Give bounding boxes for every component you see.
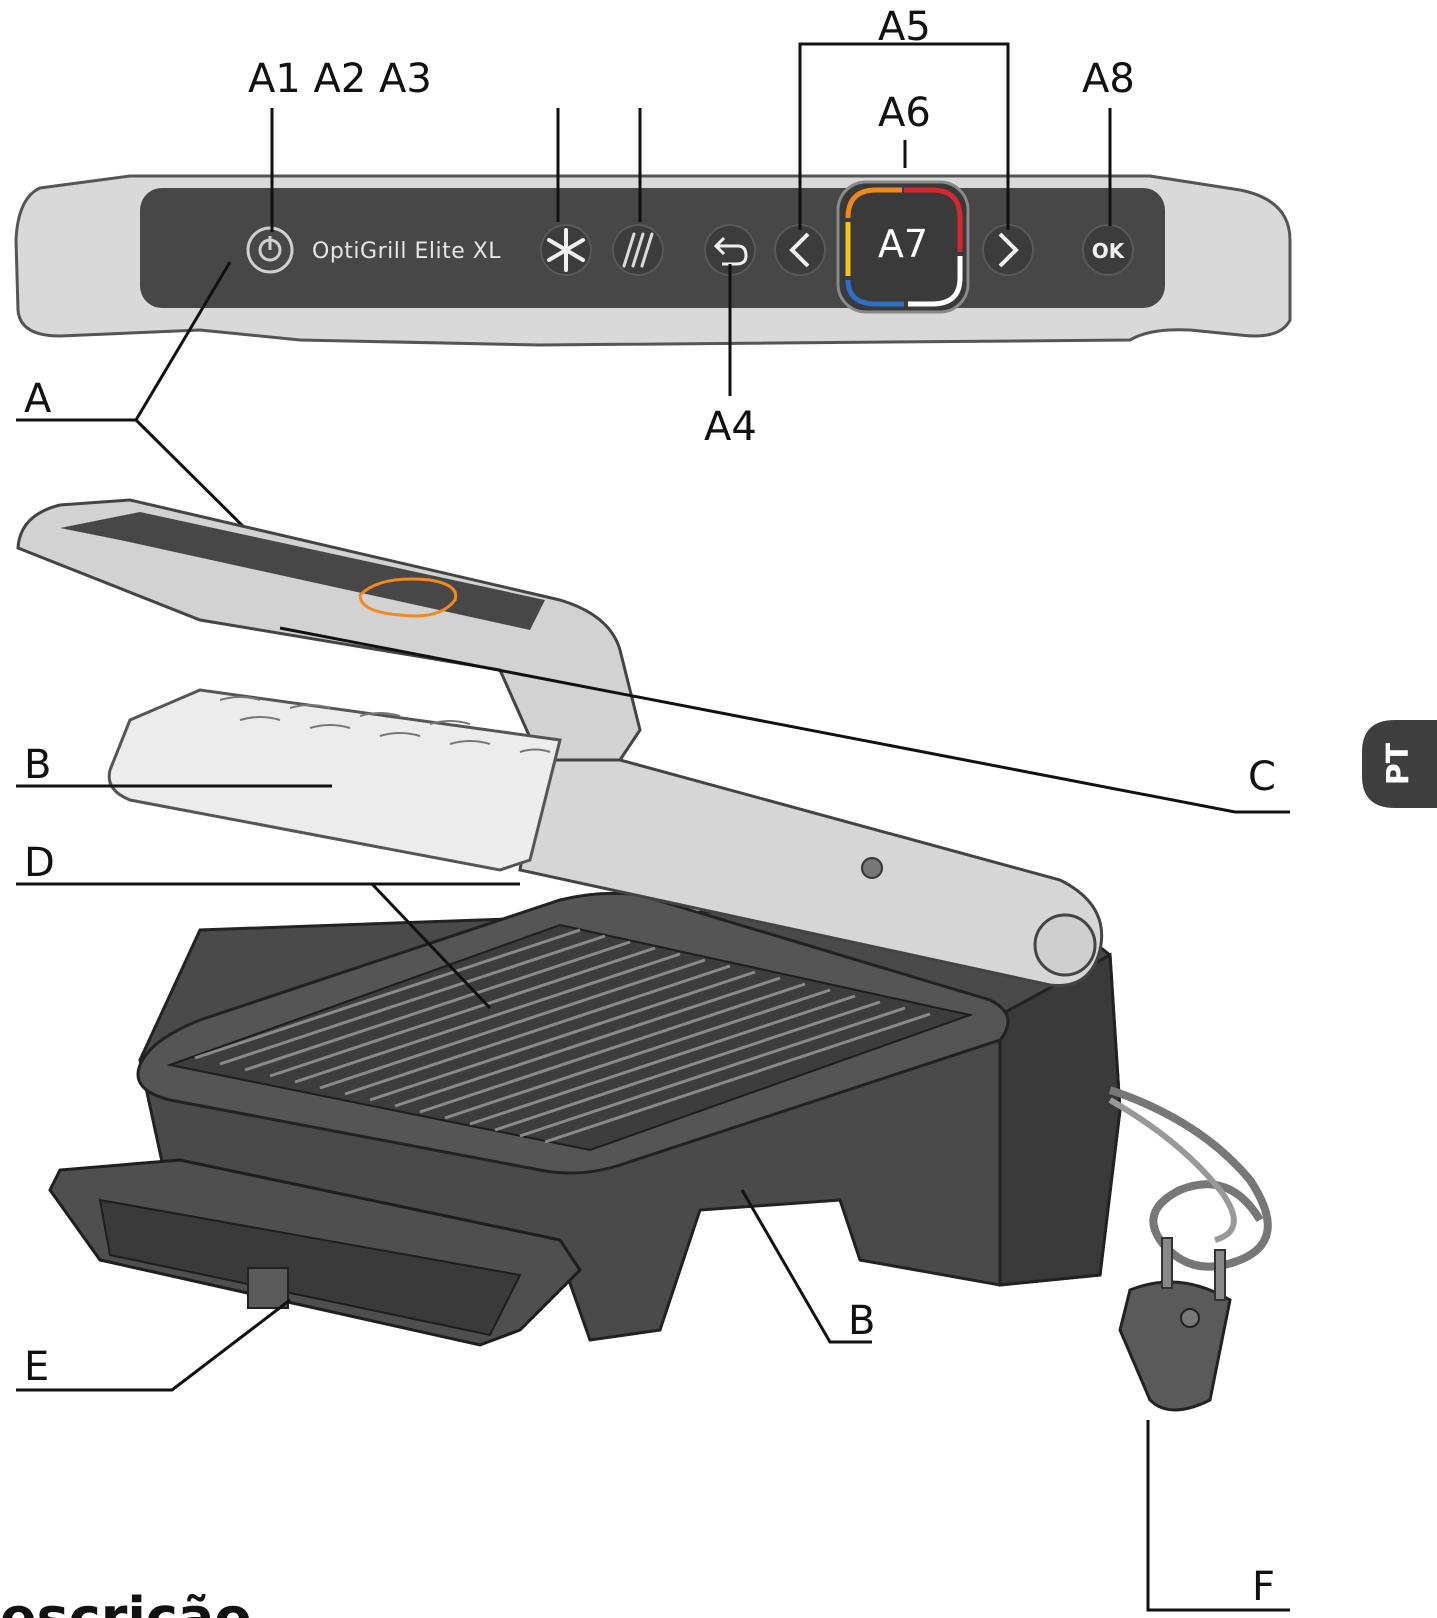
ring-red — [904, 187, 963, 252]
ok-button[interactable]: OK — [1082, 224, 1134, 276]
leader-e — [16, 1298, 291, 1392]
power-button[interactable] — [246, 226, 294, 274]
left-arrow-button[interactable] — [774, 224, 826, 276]
callout-a: A — [24, 376, 52, 422]
lid-display — [60, 512, 545, 630]
center-label: A7 — [878, 222, 928, 266]
callout-a5: A5 — [878, 4, 931, 50]
ok-label: OK — [1092, 239, 1126, 263]
manual-mode-button[interactable] — [612, 224, 664, 276]
callout-b-top: B — [24, 742, 51, 788]
upper-lid — [16, 498, 642, 762]
ring-orange — [845, 187, 902, 219]
leader-c — [279, 626, 1290, 814]
leader-b-bottom — [740, 1189, 872, 1344]
callout-e: E — [24, 1344, 49, 1390]
brand-text: OptiGrill Elite XL — [312, 239, 501, 264]
back-arrow-icon — [718, 244, 748, 266]
callout-d: D — [24, 840, 55, 886]
frozen-button[interactable] — [540, 224, 592, 276]
callout-f: F — [1252, 1564, 1275, 1610]
upper-plate — [107, 688, 562, 872]
section-heading: escrição — [0, 1586, 251, 1618]
callout-b-bottom: B — [848, 1298, 875, 1344]
callout-c: C — [1248, 754, 1276, 800]
control-panel: OptiGrill Elite XL — [14, 174, 1292, 347]
leader-d — [16, 882, 520, 1010]
language-tab-label: PT — [1381, 742, 1416, 785]
ring-blue — [845, 279, 904, 307]
callout-a6: A6 — [878, 90, 931, 136]
leader-a5 — [798, 42, 1010, 230]
callout-a1-a3: A1 A2 A3 — [248, 56, 432, 102]
grill-illustration — [16, 498, 1272, 1412]
language-tab: PT — [1362, 720, 1437, 808]
leader-f — [1146, 1420, 1290, 1612]
chevron-left-icon — [789, 232, 810, 268]
right-arrow-button[interactable] — [982, 224, 1034, 276]
callout-a8: A8 — [1082, 56, 1135, 102]
ring-white — [908, 256, 963, 307]
chevron-right-icon — [998, 232, 1019, 268]
cooking-indicator: A7 — [836, 180, 970, 314]
hinge-arm — [518, 758, 1104, 988]
callout-a4: A4 — [704, 404, 757, 450]
plug — [1118, 1237, 1232, 1412]
grill-stripes-icon — [622, 232, 654, 268]
snowflake-icon — [547, 228, 585, 272]
grill-ridges — [194, 928, 931, 1144]
